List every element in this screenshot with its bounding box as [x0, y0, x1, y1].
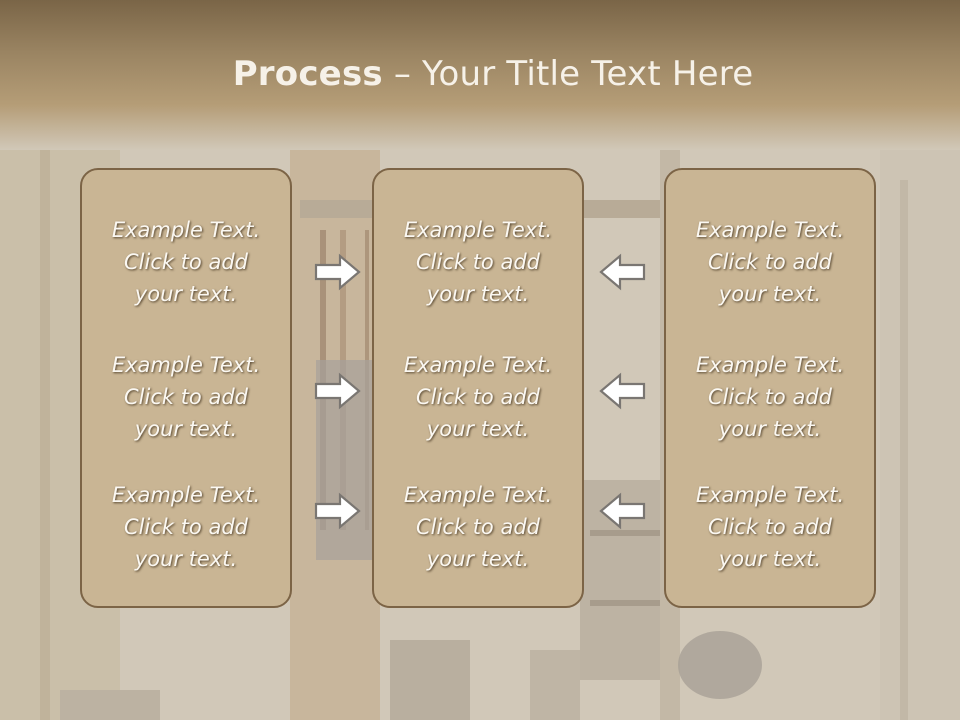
title-band [0, 0, 960, 150]
text-line: your text. [426, 282, 530, 306]
text-line: Click to add [707, 515, 832, 539]
text-line: your text. [426, 417, 530, 441]
text-line: Click to add [415, 385, 540, 409]
process-box-left[interactable]: Example Text. Click to add your text. Ex… [80, 168, 292, 608]
text-line: Click to add [415, 250, 540, 274]
text-line: your text. [134, 417, 238, 441]
text-block[interactable]: Example Text. Click to add your text. [82, 479, 290, 575]
process-box-center[interactable]: Example Text. Click to add your text. Ex… [372, 168, 584, 608]
right-arrow-icon [314, 253, 361, 291]
text-block[interactable]: Example Text. Click to add your text. [374, 349, 582, 445]
right-arrow-icon [314, 372, 361, 410]
text-block[interactable]: Example Text. Click to add your text. [82, 214, 290, 310]
text-line: Click to add [123, 250, 248, 274]
text-block[interactable]: Example Text. Click to add your text. [82, 349, 290, 445]
text-block[interactable]: Example Text. Click to add your text. [666, 479, 874, 575]
text-line: Example Text. [111, 483, 261, 507]
left-arrow-icon [599, 492, 646, 530]
text-line: Click to add [707, 250, 832, 274]
left-arrow-icon [599, 372, 646, 410]
text-block[interactable]: Example Text. Click to add your text. [666, 349, 874, 445]
text-block[interactable]: Example Text. Click to add your text. [374, 479, 582, 575]
text-line: Click to add [123, 385, 248, 409]
text-block[interactable]: Example Text. Click to add your text. [666, 214, 874, 310]
text-line: Example Text. [695, 218, 845, 242]
title-bold: Process [232, 54, 383, 94]
text-line: Example Text. [111, 353, 261, 377]
right-arrow-icon [314, 492, 361, 530]
text-line: Example Text. [403, 353, 553, 377]
text-line: Click to add [123, 515, 248, 539]
text-line: Example Text. [403, 218, 553, 242]
text-line: Example Text. [695, 483, 845, 507]
text-line: Example Text. [111, 218, 261, 242]
left-arrow-icon [599, 253, 646, 291]
text-block[interactable]: Example Text. Click to add your text. [374, 214, 582, 310]
text-line: your text. [426, 547, 530, 571]
text-line: Click to add [415, 515, 540, 539]
text-line: your text. [718, 282, 822, 306]
text-line: Example Text. [695, 353, 845, 377]
page-title[interactable]: Process – Your Title Text Here [0, 54, 960, 94]
process-box-right[interactable]: Example Text. Click to add your text. Ex… [664, 168, 876, 608]
text-line: your text. [134, 282, 238, 306]
text-line: your text. [134, 547, 238, 571]
text-line: Click to add [707, 385, 832, 409]
title-rest: – Your Title Text Here [382, 54, 754, 94]
text-line: your text. [718, 417, 822, 441]
text-line: Example Text. [403, 483, 553, 507]
text-line: your text. [718, 547, 822, 571]
